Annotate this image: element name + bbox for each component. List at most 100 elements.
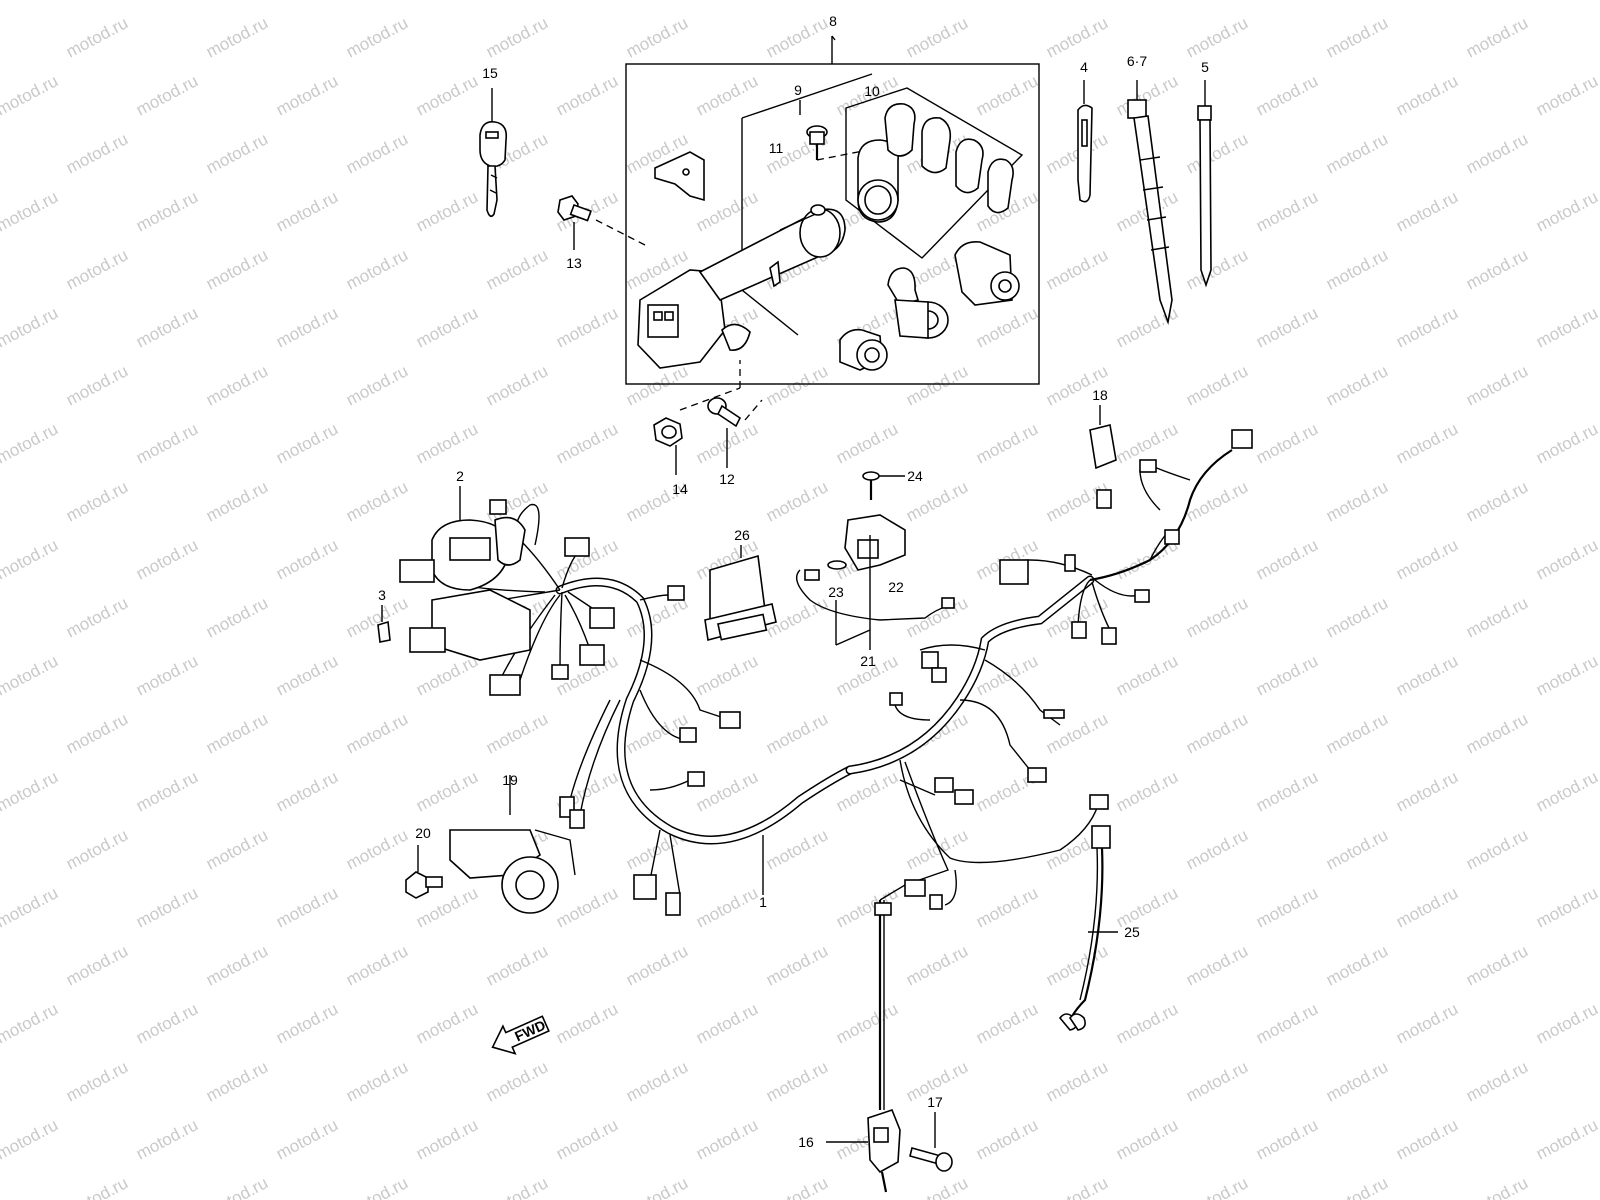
- relay-block: [399, 559, 531, 696]
- watermark-text: motod.ru: [553, 71, 621, 119]
- watermark-text: motod.ru: [903, 477, 971, 525]
- main-wiring-harness: [439, 449, 1233, 1110]
- watermark-text: motod.ru: [413, 0, 481, 4]
- watermark-text: motod.ru: [1533, 883, 1600, 931]
- watermark-text: motod.ru: [63, 593, 131, 641]
- watermark-text: motod.ru: [903, 825, 971, 873]
- cable-clamp-4: [1077, 80, 1093, 203]
- watermark-text: motod.ru: [203, 477, 271, 525]
- wire-connector: [1231, 429, 1253, 449]
- coupler-18: [1089, 405, 1117, 470]
- watermark-text: motod.ru: [553, 419, 621, 467]
- callout-24: 24: [907, 468, 923, 484]
- watermark-text: motod.ru: [693, 1115, 761, 1163]
- watermark-text: motod.ru: [343, 709, 411, 757]
- watermark-text: motod.ru: [413, 999, 481, 1047]
- watermark-text: motod.ru: [133, 767, 201, 815]
- watermark-text: motod.ru: [413, 419, 481, 467]
- coupler-2: [431, 486, 526, 591]
- watermark-text: motod.ru: [1323, 361, 1391, 409]
- watermark-text: motod.ru: [1043, 13, 1111, 61]
- watermark-text: motod.ru: [973, 999, 1041, 1047]
- watermark-text: motod.ru: [0, 71, 61, 119]
- watermark-text: motod.ru: [483, 245, 551, 293]
- watermark-text: motod.ru: [1533, 651, 1600, 699]
- watermark-text: motod.ru: [133, 1115, 201, 1163]
- callout-18: 18: [1092, 387, 1108, 403]
- watermark-text: motod.ru: [0, 303, 61, 351]
- watermark-text: motod.ru: [903, 1173, 971, 1200]
- bolt-13: [557, 195, 592, 250]
- watermark-text: motod.ru: [273, 535, 341, 583]
- wire-connector: [667, 585, 685, 601]
- watermark-text: motod.ru: [133, 883, 201, 931]
- watermark-text: motod.ru: [623, 13, 691, 61]
- watermark-text: motod.ru: [343, 1173, 411, 1200]
- watermark-text: motod.ru: [63, 709, 131, 757]
- callout-3: 3: [378, 587, 386, 603]
- watermark-text: motod.ru: [1393, 999, 1461, 1047]
- watermark-text: motod.ru: [1253, 651, 1321, 699]
- callout-4: 4: [1080, 59, 1088, 75]
- watermark-text: motod.ru: [1393, 883, 1461, 931]
- callout-16: 16: [798, 1134, 814, 1150]
- watermark-text: motod.ru: [413, 71, 481, 119]
- wire-connector: [687, 771, 705, 787]
- wire-connector: [633, 874, 657, 900]
- wire-connector: [1134, 589, 1150, 603]
- watermark-text: motod.ru: [413, 767, 481, 815]
- watermark-text: motod.ru: [1393, 419, 1461, 467]
- watermark-text: motod.ru: [1533, 187, 1600, 235]
- wire-connector: [1043, 709, 1065, 719]
- callout-14: 14: [672, 481, 688, 497]
- harness-connectors: [489, 429, 1253, 916]
- wire-connector: [1071, 621, 1087, 639]
- cable-tie-5: [1197, 80, 1212, 288]
- wire-connector: [904, 879, 926, 897]
- watermark-text: motod.ru: [1113, 1115, 1181, 1163]
- watermark-text: motod.ru: [133, 0, 201, 4]
- watermark-text: motod.ru: [203, 941, 271, 989]
- watermark-text: motod.ru: [973, 303, 1041, 351]
- callout-8: 8: [829, 13, 837, 29]
- watermark-text: motod.ru: [273, 767, 341, 815]
- ignition-key: [479, 88, 508, 218]
- watermark-text: motod.ru: [343, 593, 411, 641]
- watermark-text: motod.ru: [1253, 535, 1321, 583]
- watermark-text: motod.ru: [273, 651, 341, 699]
- watermark-text: motod.ru: [1323, 593, 1391, 641]
- callout-26: 26: [734, 527, 750, 543]
- watermark-text: motod.ru: [623, 1057, 691, 1105]
- watermark-text: motod.ru: [203, 825, 271, 873]
- watermark-text: motod.ru: [1463, 593, 1531, 641]
- wire-connector: [889, 692, 903, 706]
- watermark-text: motod.ru: [1463, 245, 1531, 293]
- watermark-text: motod.ru: [763, 709, 831, 757]
- callout-19: 19: [502, 772, 518, 788]
- watermark-text: motod.ru: [413, 651, 481, 699]
- watermark-text: motod.ru: [1323, 941, 1391, 989]
- callout-15: 15: [482, 65, 498, 81]
- callout-9: 9: [794, 82, 802, 98]
- wire-connector: [564, 537, 590, 557]
- watermark-text: motod.ru: [1043, 129, 1111, 177]
- watermark-text: motod.ru: [1253, 71, 1321, 119]
- watermark-text: motod.ru: [483, 361, 551, 409]
- watermark-text: motod.ru: [1253, 0, 1321, 4]
- watermark-text: motod.ru: [1183, 941, 1251, 989]
- watermark-text: motod.ru: [1113, 883, 1181, 931]
- watermark-text: motod.ru: [133, 71, 201, 119]
- watermark-text: motod.ru: [763, 941, 831, 989]
- watermark-text: motod.ru: [693, 883, 761, 931]
- watermark-text: motod.ru: [483, 941, 551, 989]
- watermark-text: motod.ru: [413, 187, 481, 235]
- watermark-text: motod.ru: [273, 999, 341, 1047]
- watermark-text: motod.ru: [623, 941, 691, 989]
- watermark-text: motod.ru: [1463, 477, 1531, 525]
- watermark-text: motod.ru: [763, 1173, 831, 1200]
- watermark-text: motod.ru: [133, 535, 201, 583]
- watermark-text: motod.ru: [1113, 71, 1181, 119]
- wire-connector: [999, 559, 1029, 585]
